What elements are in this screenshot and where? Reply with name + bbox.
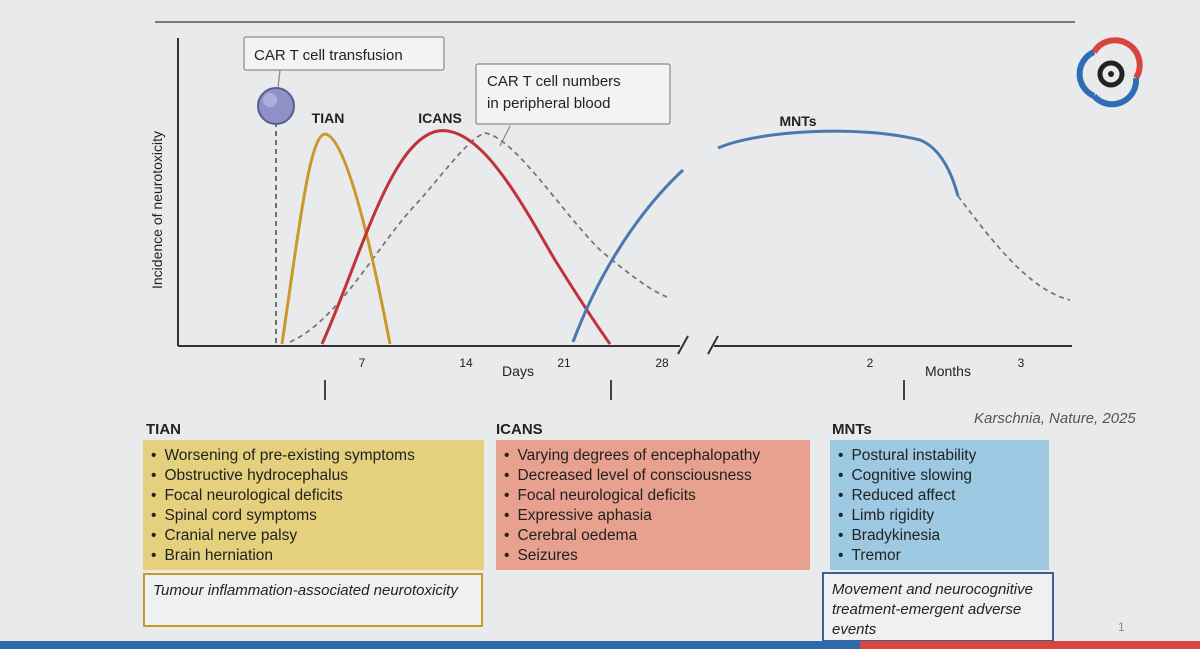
month-tick-2: 2 [867,356,874,370]
list-item: Worsening of pre-existing symptoms [151,446,484,466]
transfusion-callout-pointer [277,69,281,89]
numbers-callout-line2: in peripheral blood [487,95,610,112]
citation: Karschnia, Nature, 2025 [974,410,1136,427]
tian-description: Tumour inflammation-associated neurotoxi… [143,573,483,627]
car-t-cell-highlight [263,93,277,107]
mnts-down-arrow [903,380,905,400]
y-axis-label: Incidence of neurotoxicity [149,131,165,289]
x-axis-label-days: Days [502,363,534,379]
mnts-section-title: MNTs [832,421,872,438]
axis-break-left [677,335,689,355]
list-item: Tremor [838,546,1049,566]
icans-section-title: ICANS [496,421,543,438]
tian-down-arrow [324,380,326,400]
list-item: Brain herniation [151,546,484,566]
list-item: Spinal cord symptoms [151,506,484,526]
logo-icon [1076,37,1143,108]
list-item: Decreased level of consciousness [504,466,810,486]
day-tick-21: 21 [557,356,571,370]
list-item: Cranial nerve palsy [151,526,484,546]
list-item: Bradykinesia [838,526,1049,546]
tian-curve-label: TIAN [312,110,345,126]
list-item: Varying degrees of encephalopathy [504,446,810,466]
month-tick-3: 3 [1018,356,1025,370]
icans-curve [320,129,612,345]
car-t-numbers-curve-months [957,195,1071,301]
mnts-curve-label: MNTs [779,113,816,129]
list-item: Cognitive slowing [838,466,1049,486]
mnts-symptom-list: Postural instability Cognitive slowing R… [830,440,1049,566]
tian-section-title: TIAN [146,421,181,438]
list-item: Limb rigidity [838,506,1049,526]
tian-curve [280,132,392,345]
mnts-curve-rise [571,168,685,343]
mnts-curve-plateau [717,129,960,197]
icans-down-arrow [610,380,612,400]
page-number: 1 [1118,620,1125,634]
numbers-callout-pointer [499,125,511,147]
icans-curve-label: ICANS [418,110,462,126]
bottom-accent-bar [0,641,1200,649]
numbers-callout-line1: CAR T cell numbers [487,73,621,90]
car-t-cell-icon [257,87,295,125]
transfusion-callout-box [243,36,445,71]
icans-symptom-list: Varying degrees of encephalopathy Decrea… [496,440,810,566]
transfusion-callout-text: CAR T cell transfusion [254,47,403,64]
day-tick-28: 28 [655,356,669,370]
icans-symptom-box: Varying degrees of encephalopathy Decrea… [496,440,810,570]
list-item: Focal neurological deficits [151,486,484,506]
list-item: Focal neurological deficits [504,486,810,506]
list-item: Expressive aphasia [504,506,810,526]
day-tick-14: 14 [459,356,473,370]
mnts-description: Movement and neurocognitive treatment-em… [822,572,1054,642]
numbers-callout-box [475,63,671,125]
list-item: Obstructive hydrocephalus [151,466,484,486]
list-item: Cerebral oedema [504,526,810,546]
list-item: Postural instability [838,446,1049,466]
axis-break-right [707,335,719,355]
tian-symptom-box: Worsening of pre-existing symptoms Obstr… [143,440,484,570]
list-item: Seizures [504,546,810,566]
list-item: Reduced affect [838,486,1049,506]
bottom-accent-red [860,641,1200,649]
x-axis-label-months: Months [925,363,971,379]
day-tick-7: 7 [359,356,366,370]
timeline-diagram: Incidence of neurotoxicity 7 14 21 28 2 … [149,21,1143,400]
mnts-symptom-box: Postural instability Cognitive slowing R… [830,440,1049,570]
tian-symptom-list: Worsening of pre-existing symptoms Obstr… [143,440,484,566]
